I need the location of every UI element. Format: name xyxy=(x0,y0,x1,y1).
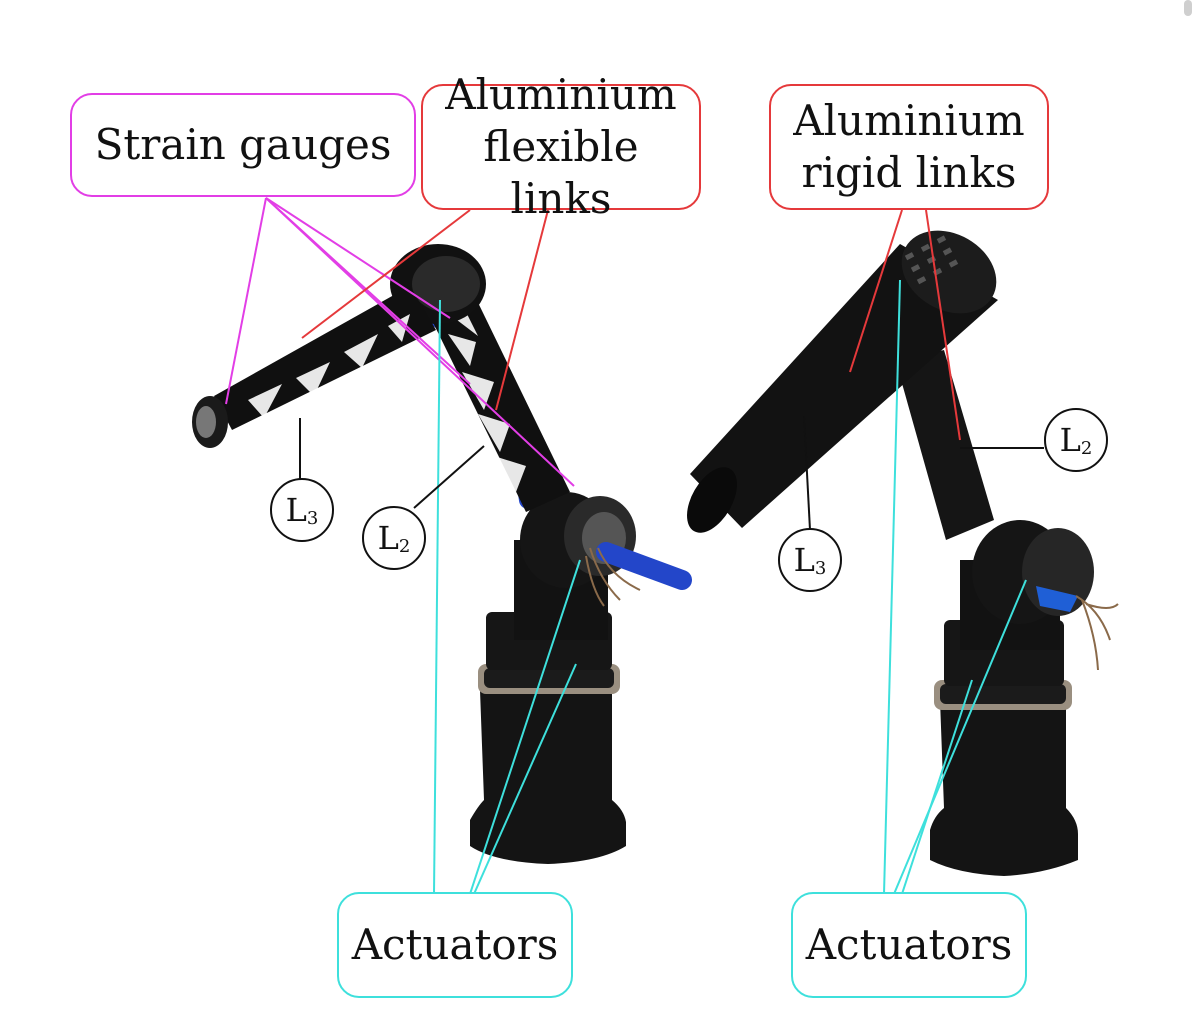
leader-lines xyxy=(225,197,1044,895)
actuator-leader xyxy=(473,663,577,895)
flexible-links-callout: Aluminium flexible links xyxy=(421,70,701,223)
flexible-links-label-line1: Aluminium xyxy=(445,70,677,119)
l3-leader xyxy=(803,415,811,531)
strain-gauges-callout: Strain gauges xyxy=(70,93,416,197)
right-actuators-callout: Actuators xyxy=(791,892,1027,998)
flex-link-leader xyxy=(495,209,549,411)
left-flexible-link-l3 xyxy=(214,286,436,430)
strain-leader xyxy=(225,197,267,405)
strain-gauges-label: Strain gauges xyxy=(94,120,392,169)
left-robot xyxy=(192,244,692,864)
l2-leader xyxy=(413,445,485,509)
rigid-links-callout: Aluminium rigid links xyxy=(769,84,1049,210)
strain-leader xyxy=(265,197,575,487)
right-rigid-link-l2 xyxy=(896,350,994,540)
right-base-pedestal xyxy=(930,700,1078,876)
left-flexible-link-l2 xyxy=(422,282,570,512)
actuator-leader xyxy=(893,579,1027,895)
rigid-link-leader xyxy=(925,209,961,441)
scrollbar-thumb[interactable] xyxy=(1184,0,1192,16)
right-robot xyxy=(687,230,1119,876)
actuator-leader xyxy=(883,279,901,895)
actuator-leader xyxy=(469,559,581,895)
actuator-leader xyxy=(901,679,973,895)
left-base-pedestal xyxy=(470,690,626,864)
rigid-links-label-line2: rigid links xyxy=(801,148,1017,197)
rigid-link-leader xyxy=(849,209,903,373)
right-rigid-link-l3 xyxy=(687,230,998,533)
flex-link-leader xyxy=(301,209,471,339)
right-actuators-label: Actuators xyxy=(805,920,1013,969)
left-actuators-label: Actuators xyxy=(351,920,559,969)
rigid-links-label-line1: Aluminium xyxy=(793,96,1025,145)
actuator-leader xyxy=(433,299,441,895)
flexible-links-label-line2: flexible links xyxy=(483,122,639,223)
left-actuators-callout: Actuators xyxy=(337,892,573,998)
strain-leader xyxy=(265,197,451,319)
